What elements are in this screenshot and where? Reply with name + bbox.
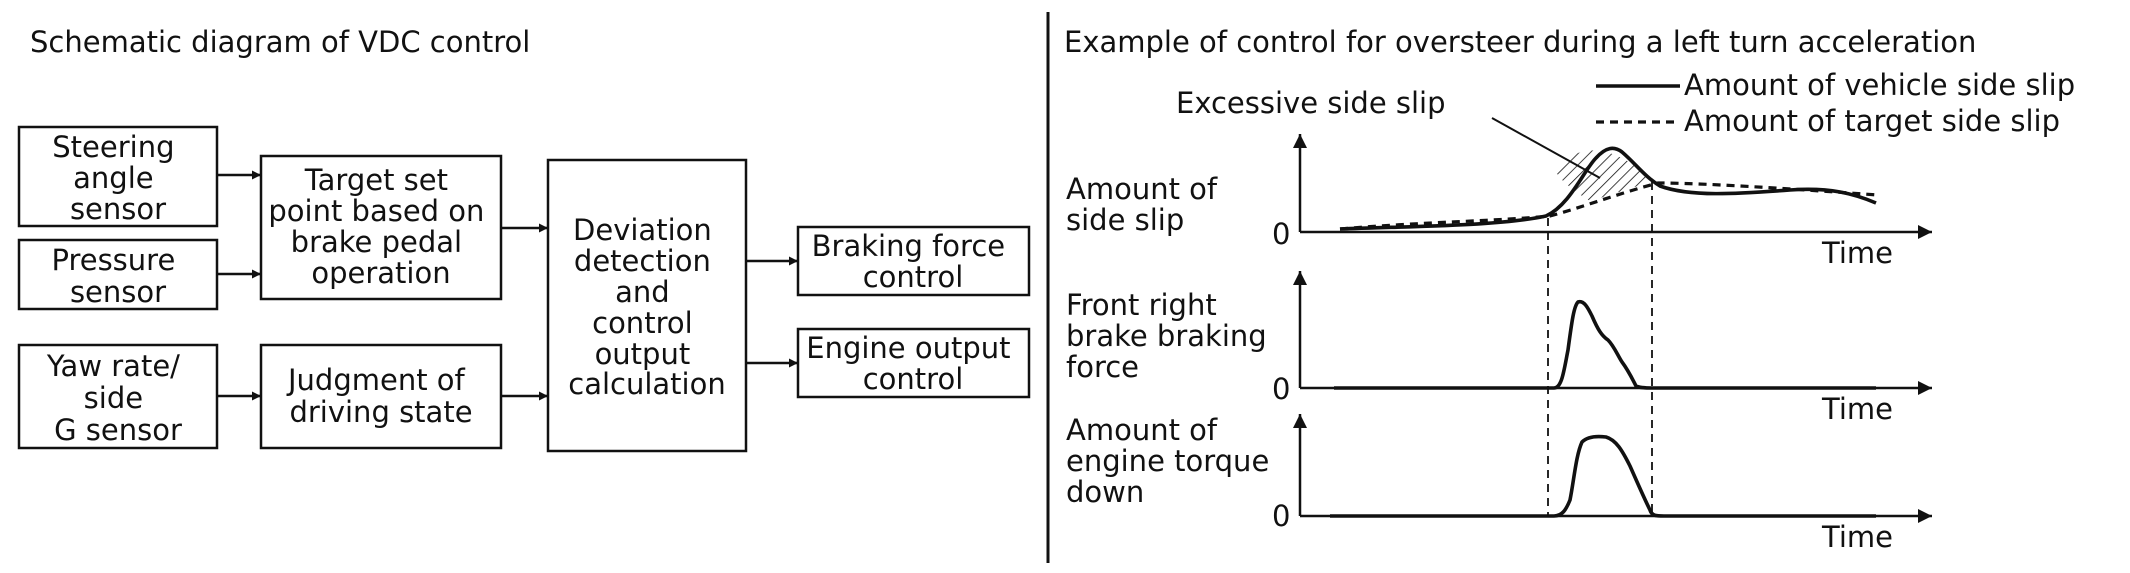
- panel1-ylabel: Amount of side slip: [1066, 172, 1226, 237]
- steering-angle-sensor-label: Steering angle sensor: [52, 130, 183, 226]
- engine-output-control-label: Engine output control: [806, 331, 1019, 396]
- deviation-detection-label: Deviation detection and control output c…: [568, 213, 725, 401]
- yaw-rate-g-sensor-box: [17, 343, 219, 450]
- schematic-title: Schematic diagram of VDC control: [30, 25, 530, 59]
- excess-slip-hatched-area: [1556, 150, 1654, 201]
- braking-force-control-box: [796, 225, 1031, 297]
- panel1-zero: 0: [1272, 217, 1290, 251]
- yaw-rate-g-sensor-label: Yaw rate/ side G sensor: [46, 349, 189, 447]
- vehicle-side-slip-solid-curve: [1339, 146, 1877, 231]
- deviation-detection-box: [546, 158, 748, 453]
- target-side-slip-dashed-curve: [1339, 181, 1879, 231]
- legend-solid-label: Amount of vehicle side slip: [1684, 68, 2075, 102]
- panel2-zero: 0: [1272, 372, 1290, 406]
- panel1-xlabel: Time: [1821, 236, 1893, 270]
- target-set-point-box: [259, 154, 503, 301]
- panel2-ylabel: Front right brake braking force: [1066, 288, 1276, 384]
- engine-torque-down-curve: [1330, 434, 1876, 518]
- steering-angle-sensor-box: [17, 125, 219, 228]
- excessive-side-slip-annotation: Excessive side slip: [1176, 86, 1446, 120]
- pressure-sensor-box: [17, 238, 219, 311]
- panel2-xlabel: Time: [1821, 392, 1893, 426]
- target-set-point-label: Target set point based on brake pedal op…: [268, 163, 493, 290]
- example-title: Example of control for oversteer during …: [1064, 25, 1976, 59]
- panel3-zero: 0: [1272, 499, 1290, 533]
- pressure-sensor-label: Pressure sensor: [51, 243, 184, 309]
- panel3-xlabel: Time: [1821, 520, 1893, 554]
- brake-force-curve: [1334, 299, 1876, 390]
- judgment-driving-state-label: Judgment of driving state: [286, 363, 474, 429]
- legend-dashed-label: Amount of target side slip: [1684, 104, 2060, 138]
- panel3-ylabel: Amount of engine torque down: [1066, 413, 1279, 509]
- braking-force-control-label: Braking force control: [812, 229, 1015, 294]
